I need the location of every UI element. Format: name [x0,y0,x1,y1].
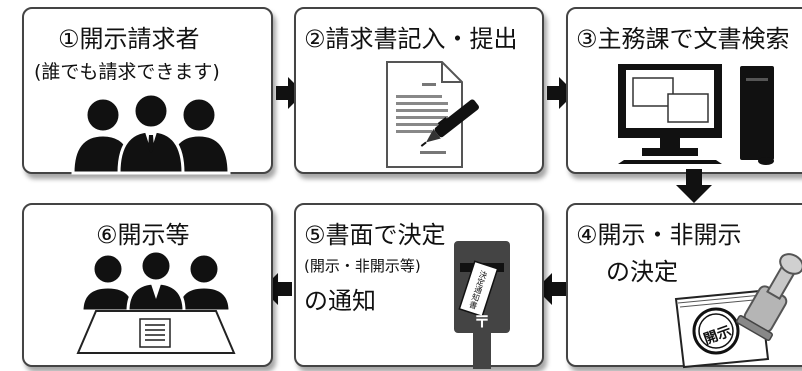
arrow-right-2 [547,77,575,109]
arrow-down [676,169,712,203]
step-1-box: ①開示請求者 (誰でも請求できます) [22,7,273,175]
people-at-desk-icon [76,249,236,354]
step-6-box: ⑥開示等 [22,203,273,367]
step-5-title: ⑤書面で決定 [304,221,446,249]
step-2-title: ②請求書記入・提出 [304,25,518,53]
arrow-left-1 [536,273,566,305]
arrow-left-2 [262,273,292,305]
step-5-box: ⑤書面で決定 (開示・非開示等) の通知 決定通知書 〒 [294,203,544,369]
step-6-title: ⑥開示等 [96,221,190,249]
step-3-title: ③主務課で文書検索 [576,25,790,53]
step-3-box: ③主務課で文書検索 [566,7,802,174]
document-with-pen-icon [386,61,479,168]
step-4-box: ④開示・非開示 の決定 開示 [566,203,802,369]
step-4-line2: の決定 [606,258,678,286]
step-5-line2: の通知 [304,287,376,315]
postal-mark: 〒 [474,312,490,331]
people-icon [71,92,231,175]
mailbox-icon: 決定通知書 〒 [454,241,510,369]
step-4-title: ④開示・非開示 [576,221,742,249]
step-5-note: (開示・非開示等) [304,257,421,275]
step-1-note: (誰でも請求できます) [34,61,220,83]
arrow-right-1 [276,77,304,109]
stamp-icon: 開示 [674,253,802,369]
step-2-box: ②請求書記入・提出 [294,7,544,174]
computer-icon [618,64,774,165]
step-1-title: ①開示請求者 [58,25,200,53]
